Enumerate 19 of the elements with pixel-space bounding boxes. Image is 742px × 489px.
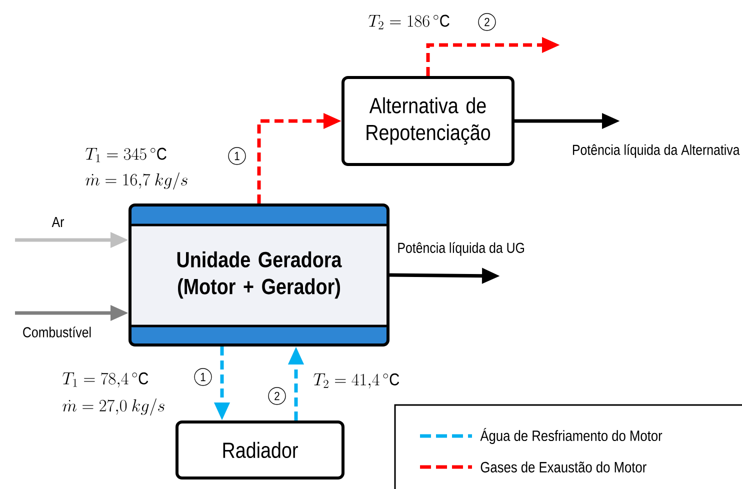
callout-number: 2 <box>268 387 286 405</box>
formula-label: $\dot{m} = 16{,}7\ kg/s$ <box>86 172 188 190</box>
generator-unit-box: Unidade Geradora (Motor + Gerador) <box>128 204 390 346</box>
edge-label: Potência líquida da Alternativa <box>573 144 740 158</box>
legend-label: Gases de Exaustão do Motor <box>480 462 646 472</box>
process-box: Radiador <box>176 420 344 480</box>
formula-label: $T_1 = 345\,{}^{\circ}\mathrm{C}$ <box>86 148 166 162</box>
legend-label: Água de Resfriamento do Motor <box>480 428 662 444</box>
edge-label: Combustível <box>23 326 91 338</box>
formula-label: $T_2 = 41{,}4\,{}^{\circ}\mathrm{C}$ <box>314 373 400 389</box>
edge-label: Ar <box>52 217 64 227</box>
edge-label: Potência líquida da UG <box>398 242 524 256</box>
callout-number: 2 <box>478 13 496 31</box>
callout-number: 1 <box>194 368 212 386</box>
formula-label: $T_1 = 78{,}4\,{}^{\circ}\mathrm{C}$ <box>62 372 148 388</box>
process-box: Alternativa de Repotenciação <box>342 76 514 166</box>
formula-label: $\dot{m} = 27{,}0\ kg/s$ <box>62 398 164 416</box>
formula-label: $T_2 = 186\,{}^{\circ}\mathrm{C}$ <box>368 14 450 30</box>
callout-number: 1 <box>228 147 246 165</box>
